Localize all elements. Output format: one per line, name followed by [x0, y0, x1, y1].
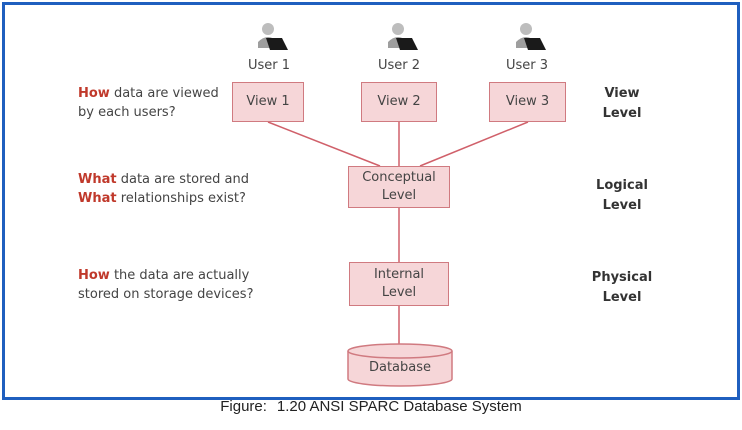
caption-prefix: Figure: [220, 398, 267, 415]
user-icon-2 [382, 20, 422, 54]
keyword-how-1: How [78, 86, 110, 101]
view-box-1: View 1 [232, 82, 304, 122]
question-physical: How the data are actually stored on stor… [78, 266, 253, 304]
question-view: How data are viewed by each users? [78, 84, 219, 122]
level-logical-line-2: Level [602, 198, 642, 213]
user-label-3: User 3 [505, 58, 549, 73]
caption-title: 1.20 ANSI SPARC Database System [276, 398, 522, 415]
question-logical-text-1: data are stored and [116, 172, 250, 187]
question-physical-text-2: stored on storage devices? [78, 287, 254, 302]
view-box-3: View 3 [489, 82, 566, 122]
user-icon-3 [510, 20, 550, 54]
connector-view3-conceptual [419, 121, 529, 167]
question-view-text-2: by each users? [78, 105, 176, 120]
internal-level-box: Internal Level [349, 262, 449, 306]
database-label: Database [368, 360, 432, 375]
figure-caption: Figure: 1.20 ANSI SPARC Database System [0, 398, 742, 415]
question-physical-text-1: the data are actually [109, 268, 250, 283]
database-cylinder-icon [347, 343, 453, 387]
question-logical-text-2: relationships exist? [116, 191, 246, 206]
level-physical-line-2: Level [602, 290, 642, 305]
connector-view1-conceptual [267, 121, 381, 167]
level-label-logical: Logical Level [582, 176, 662, 216]
level-label-physical: Physical Level [582, 268, 662, 308]
user-icon-1 [252, 20, 292, 54]
level-label-view: View Level [582, 84, 662, 124]
conceptual-level-box: Conceptual Level [348, 166, 450, 208]
question-view-text-1: data are viewed [109, 86, 219, 101]
user-label-2: User 2 [377, 58, 421, 73]
level-logical-line-1: Logical [596, 178, 648, 193]
keyword-what-2: What [78, 191, 117, 206]
question-logical: What data are stored and What relationsh… [78, 170, 249, 208]
keyword-how-2: How [78, 268, 110, 283]
user-label-1: User 1 [247, 58, 291, 73]
keyword-what-1: What [78, 172, 117, 187]
view-box-2: View 2 [361, 82, 437, 122]
level-view-line-1: View [604, 86, 640, 101]
level-physical-line-1: Physical [591, 270, 653, 285]
level-view-line-2: Level [602, 106, 642, 121]
